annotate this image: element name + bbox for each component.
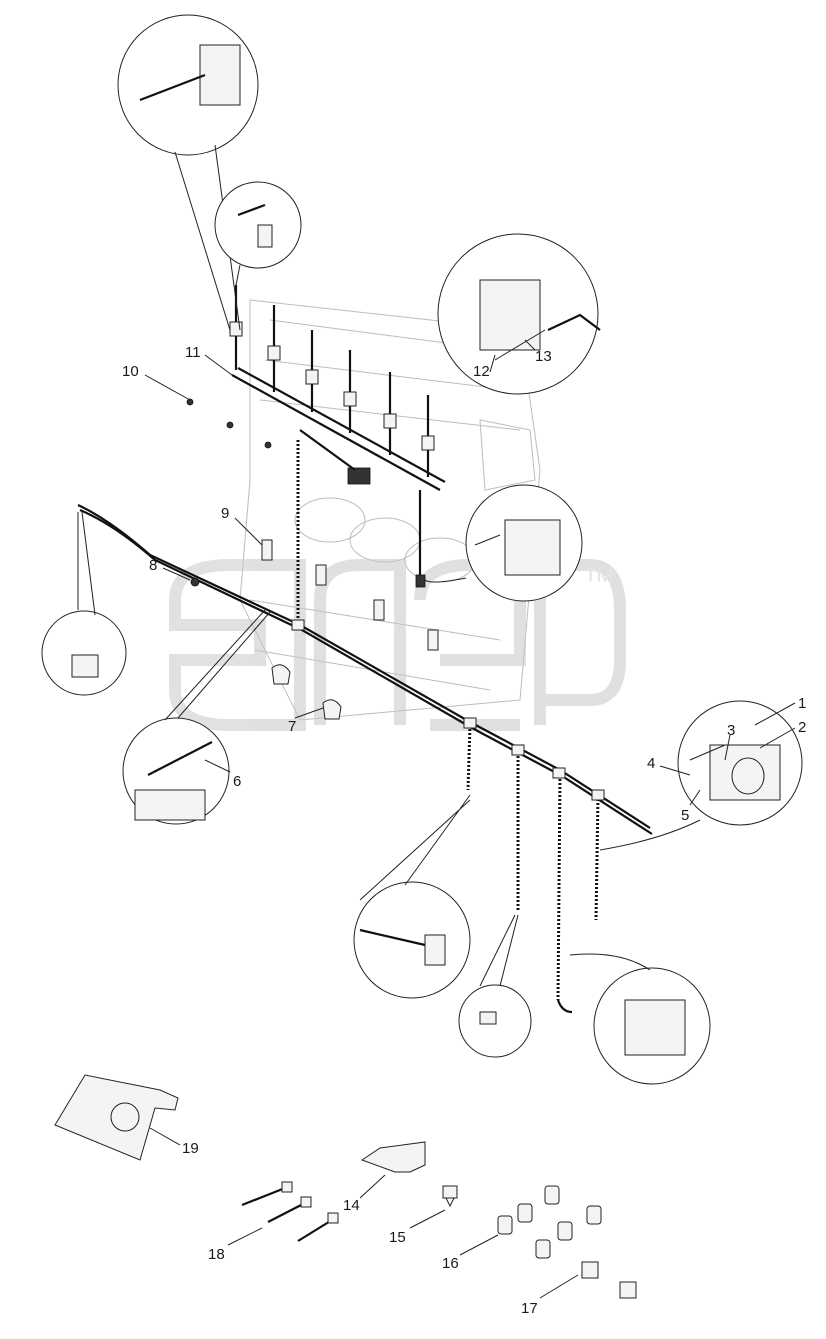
callout-14: 14 — [343, 1197, 360, 1214]
callout-15: 15 — [389, 1229, 406, 1246]
callout-6: 6 — [233, 773, 241, 790]
detail-circle-pump-low — [569, 953, 711, 1085]
callout-3: 3 — [727, 722, 735, 739]
callout-10: 10 — [122, 363, 139, 380]
callout-16: 16 — [442, 1255, 459, 1272]
callout-2: 2 — [798, 719, 806, 736]
callout-1: 1 — [798, 695, 806, 712]
detail-circle-6 — [122, 609, 271, 825]
callout-8: 8 — [149, 557, 157, 574]
callouts: 1 2 3 4 5 6 7 8 9 10 11 12 13 14 15 16 1… — [122, 344, 806, 1317]
detail-circle-sensor — [214, 181, 302, 286]
part-14-bracket — [360, 1141, 426, 1173]
watermark-text: ™ — [582, 562, 616, 600]
part-17-bolts — [581, 1261, 637, 1299]
callout-17: 17 — [521, 1300, 538, 1317]
callout-12: 12 — [473, 363, 490, 380]
detail-circle-ecu — [437, 233, 601, 395]
detail-circle-top — [117, 14, 259, 331]
main-harness — [77, 504, 653, 1014]
detail-circle-sensor-low — [458, 914, 532, 1058]
detail-circle-right — [599, 700, 803, 851]
callout-11: 11 — [185, 344, 201, 361]
callout-5: 5 — [681, 807, 689, 824]
callout-4: 4 — [647, 755, 655, 772]
callout-18: 18 — [208, 1246, 225, 1263]
part-19-plate — [54, 1074, 179, 1161]
leader-lines — [144, 339, 796, 1299]
brackets — [186, 398, 439, 720]
callout-9: 9 — [221, 505, 229, 522]
detail-circle-left — [41, 511, 127, 696]
part-18-bolts — [241, 1181, 339, 1242]
part-15-bolt — [442, 1185, 458, 1208]
detail-circle-sensor-mid — [353, 794, 471, 999]
callout-19: 19 — [182, 1140, 199, 1157]
part-16-spacers — [497, 1185, 602, 1259]
callout-7: 7 — [288, 718, 296, 735]
injector-harness — [229, 285, 446, 625]
detail-circle-pump-top — [424, 484, 583, 602]
callout-13: 13 — [535, 348, 552, 365]
